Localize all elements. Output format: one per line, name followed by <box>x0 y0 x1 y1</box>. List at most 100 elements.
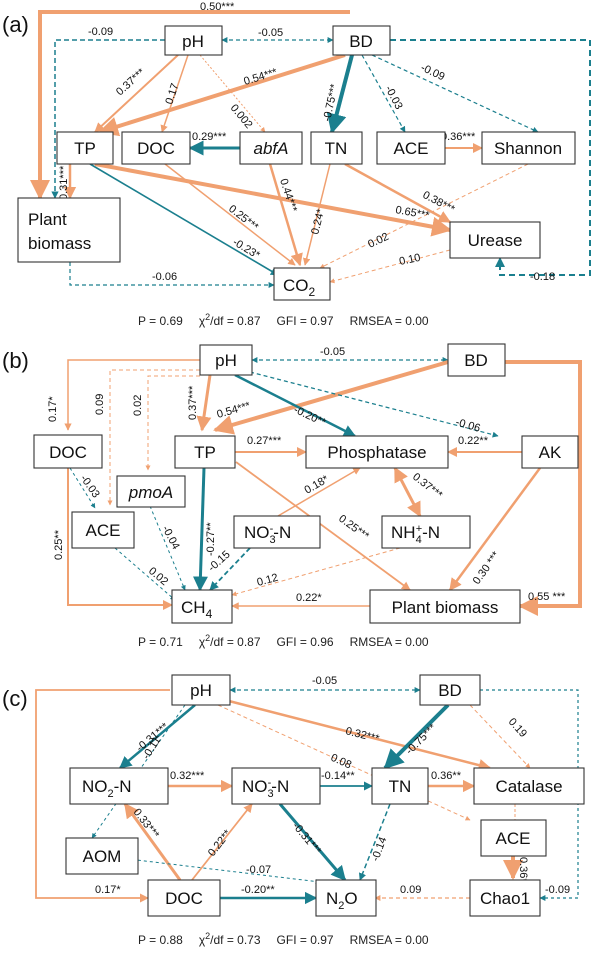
path-b-ph-phos <box>234 373 357 438</box>
path-b-nh4-ch4 <box>231 547 401 597</box>
node-a-shannon: Shannon <box>481 131 576 165</box>
svg-text:DOC: DOC <box>49 443 87 462</box>
node-b-ace: ACE <box>71 511 135 549</box>
coef-a-shannon-co2: 0.02 <box>366 231 390 251</box>
coef-a-bd-ace: -0.03 <box>382 84 404 112</box>
coef-b-nh4-phos: 0.37*** <box>410 471 445 502</box>
path-b-ph-ak <box>249 371 499 438</box>
svg-text:pH: pH <box>190 681 212 700</box>
panel-c-label: (c) <box>2 686 28 711</box>
path-tp-urease <box>94 162 452 237</box>
svg-text:biomass: biomass <box>28 234 91 253</box>
panel-b-label: (b) <box>2 348 29 373</box>
node-c-n2o: N2O <box>315 879 377 917</box>
coef-c-no2-no3: 0.32*** <box>170 770 205 782</box>
svg-text:pH: pH <box>215 351 237 370</box>
path-c-bd-tn <box>383 703 450 770</box>
svg-text:BD: BD <box>464 351 488 370</box>
coef-c-ph-bd: -0.05 <box>312 675 337 687</box>
svg-text:pH: pH <box>182 32 204 51</box>
coef-a-bd-tp: 0.54*** <box>242 66 279 88</box>
svg-text:ACE: ACE <box>86 521 121 540</box>
coef-a-doc-co2: 0.25*** <box>226 203 261 234</box>
svg-text:NO3--N: NO3--N <box>244 523 291 546</box>
svg-text:Plant: Plant <box>28 210 67 229</box>
coef-a-bd-plant: 0.50*** <box>200 1 235 13</box>
coef-a-bd-shannon: -0.09 <box>419 62 447 83</box>
path-c-bd-catalase <box>469 704 531 769</box>
path-c-doc-no2 <box>123 802 182 881</box>
path-b-doc-ch4 <box>67 468 173 610</box>
node-a-urease: Urease <box>449 221 541 259</box>
svg-text:CH4: CH4 <box>181 598 213 621</box>
svg-text:BD: BD <box>438 681 462 700</box>
svg-text:pmoA: pmoA <box>128 483 173 502</box>
path-b-tp-ch4 <box>192 467 208 592</box>
svg-text:DOC: DOC <box>165 889 203 908</box>
node-a-co2: CO2 <box>273 267 331 301</box>
coef-a-tp-plant: 0.31*** <box>58 165 70 200</box>
svg-text:Plant biomass: Plant biomass <box>392 598 499 617</box>
coef-a-urease-co2: 0.10 <box>398 252 421 268</box>
coef-a-bd-urease: -0.18 <box>530 271 555 283</box>
path-b-no3-phos <box>277 467 361 517</box>
coef-b-plant-ch4: 0.22* <box>296 592 322 604</box>
coef-b-doc-ch4: 0.25** <box>53 529 65 560</box>
svg-text:BD: BD <box>349 32 373 51</box>
coef-c-doc-no2: 0.33*** <box>131 806 162 841</box>
coef-b-ace-ch4: 0.02 <box>146 565 170 588</box>
svg-text:AOM: AOM <box>83 847 122 866</box>
node-c-ace: ACE <box>480 819 547 857</box>
path-c-aom-n2o <box>119 857 321 884</box>
coef-b-pmoa-ch4: -0.04 <box>159 524 181 552</box>
coef-a-tn-co2: 0.24* <box>309 207 327 236</box>
path-c-ph-catalase <box>224 698 492 772</box>
path-bd-shannon <box>371 54 539 133</box>
path-ph-doc <box>160 54 189 133</box>
coef-c-doc-n2o: -0.20** <box>241 884 275 896</box>
coef-a-plant-co2: -0.06 <box>152 271 177 283</box>
coef-c-aom-n2o: -0.07 <box>246 864 271 876</box>
node-b-pmoa: pmoA <box>116 475 186 508</box>
coef-a-abfa-doc: 0.29*** <box>192 131 227 143</box>
node-b-bd: BD <box>447 343 506 377</box>
svg-text:Catalase: Catalase <box>495 777 562 796</box>
path-c-ph-doc <box>35 689 170 903</box>
path-c-ph-no2 <box>119 704 196 769</box>
panel-c-paths <box>35 687 579 905</box>
svg-text:ACE: ACE <box>394 139 429 158</box>
path-shannon-co2 <box>319 163 529 269</box>
node-a-doc: DOC <box>121 131 191 165</box>
svg-text:Phosphatase: Phosphatase <box>327 443 426 462</box>
node-c-ph: pH <box>171 674 231 706</box>
svg-text:Chao1: Chao1 <box>480 889 530 908</box>
node-b-ch4: CH4 <box>171 589 233 624</box>
coef-b-ph-bd: -0.05 <box>320 346 345 358</box>
path-b-doc-ace <box>69 467 96 509</box>
coef-b-ph-tp: 0.37*** <box>187 385 199 420</box>
path-c-bd-chao1 <box>480 689 579 901</box>
path-c-no3-n2o <box>278 803 347 882</box>
node-c-tn: TN <box>371 767 429 805</box>
coef-b-tp-plant: 0.25*** <box>336 513 371 543</box>
path-b-bd-plant <box>505 360 582 616</box>
node-c-no2: NO2-N <box>69 767 169 805</box>
coef-b-ph-phos: -0.20** <box>292 404 328 429</box>
node-c-chao1: Chao1 <box>469 879 541 917</box>
svg-text:DOC: DOC <box>137 139 175 158</box>
coef-b-ph-ak: -0.06 <box>454 416 481 434</box>
svg-text:Shannon: Shannon <box>494 139 562 158</box>
coef-a-ace-shannon: 0.36*** <box>441 131 476 143</box>
panel-b-nodes: pH BD DOC TP Phosphatase AK pmoA ACE NO3… <box>33 343 579 624</box>
coef-c-no3-tn: -0.14** <box>321 770 355 782</box>
coef-c-bd-catalase: 0.19 <box>506 716 529 740</box>
coef-b-nh4-ch4: 0.12 <box>256 572 280 589</box>
path-bd-plant <box>30 10 350 200</box>
coef-b-ak-phos: 0.22** <box>458 435 489 447</box>
svg-text:NH4+-N: NH4+-N <box>391 523 440 546</box>
svg-text:NO3--N: NO3--N <box>242 777 289 800</box>
path-bd-tp <box>98 53 346 137</box>
svg-text:TN: TN <box>389 777 412 796</box>
node-c-aom: AOM <box>65 837 139 875</box>
